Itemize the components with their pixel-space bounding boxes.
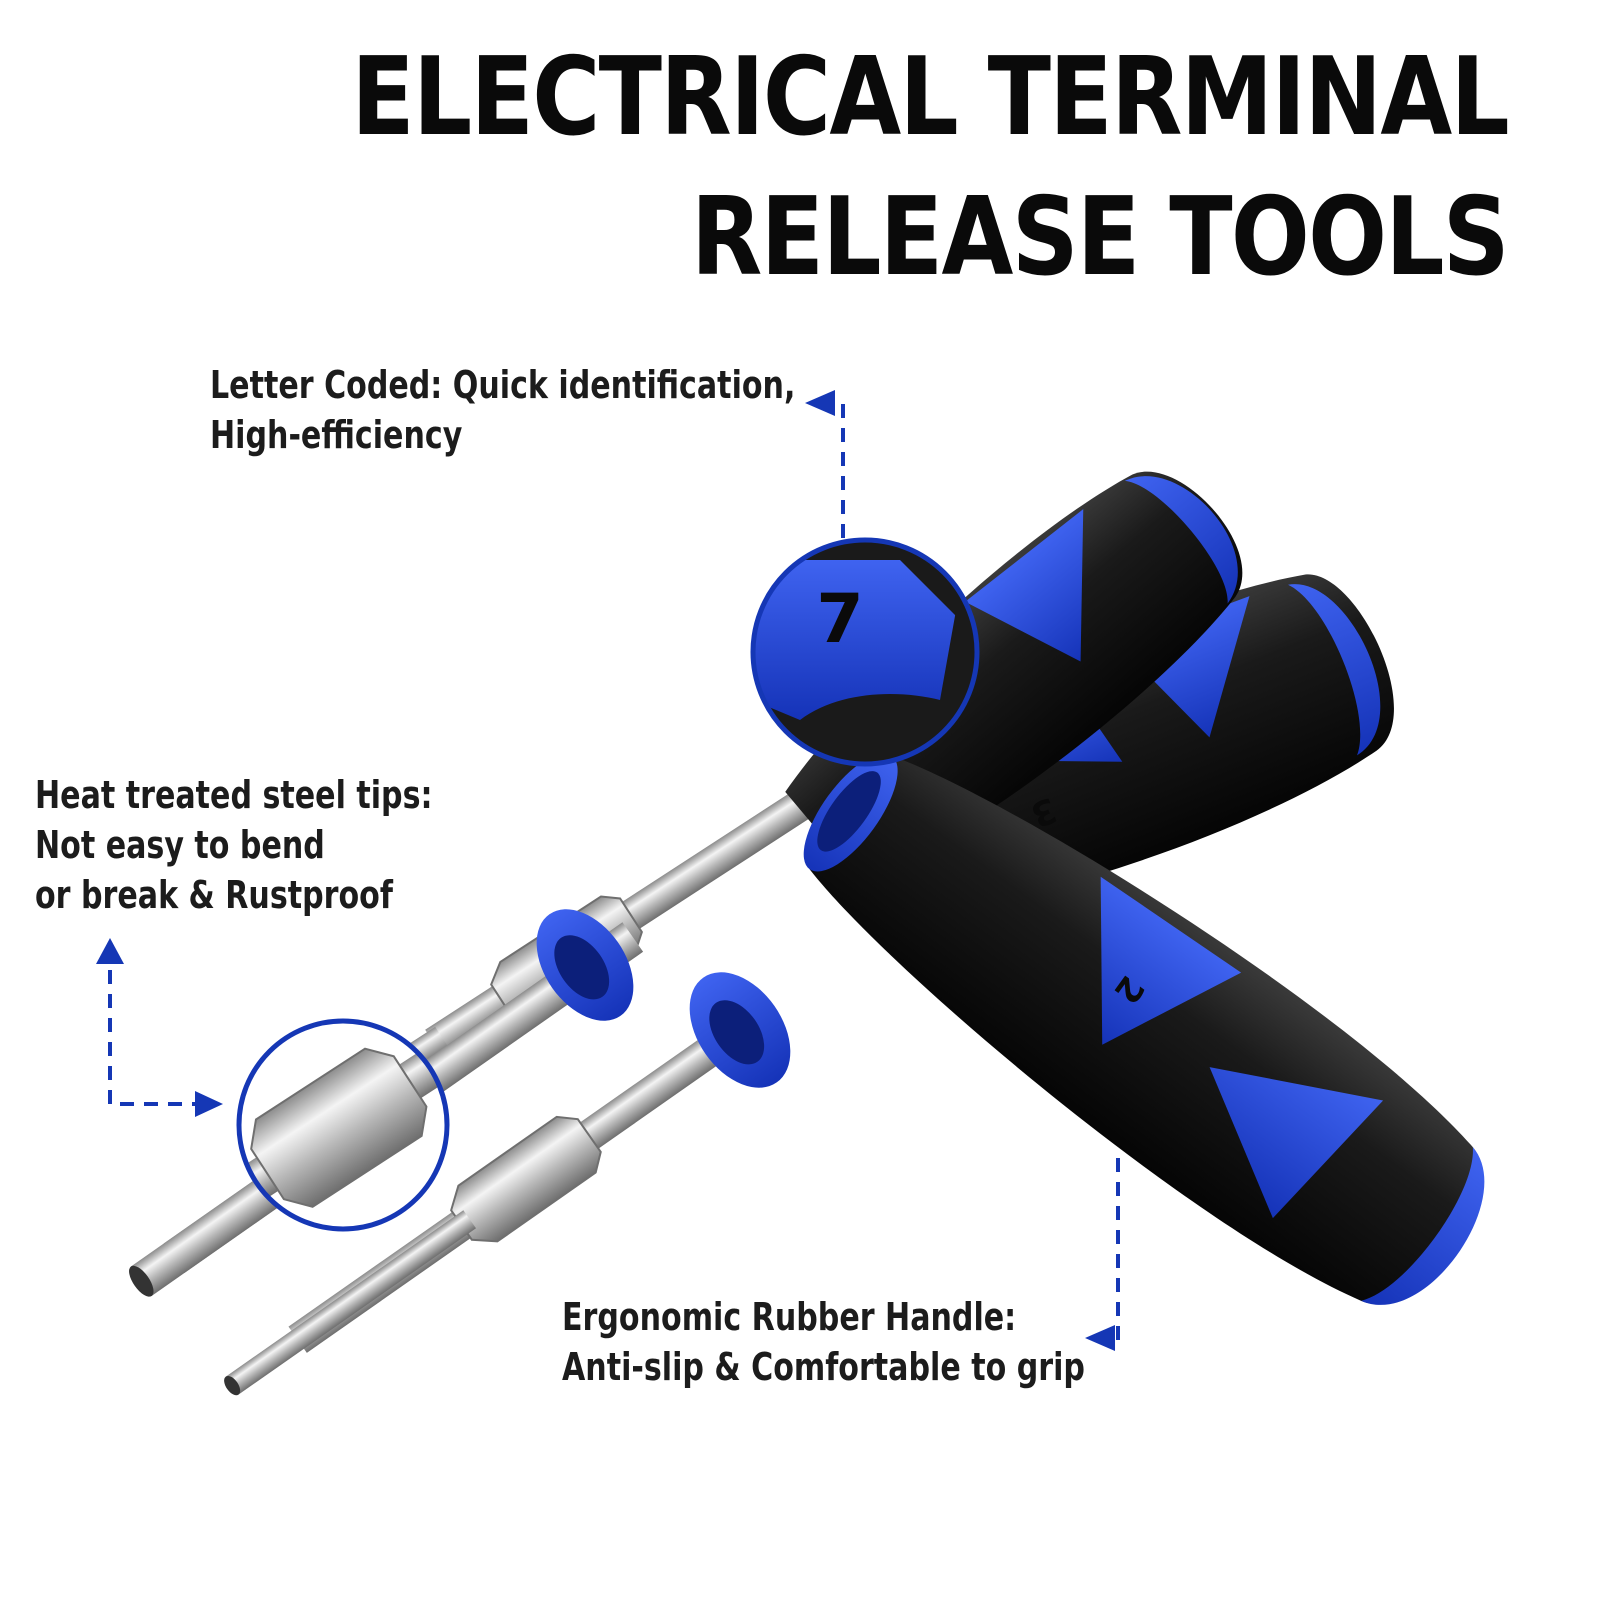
handle-back-endcap [1288,584,1381,756]
callout-steel-tips-line-2: Not easy to bend [35,823,325,867]
arrow-left-icon [805,390,835,416]
zoom-circle-tip [236,1018,450,1232]
callout-handle-line-1: Ergonomic Rubber Handle: [562,1295,1017,1339]
callout-letter-coded-line-2: High-efficiency [210,413,463,457]
title-line-1: ELECTRICAL TERMINAL [351,35,1509,160]
handle-back-grip-insert [1118,596,1250,738]
callout-handle: Ergonomic Rubber Handle: Anti-slip & Com… [562,1292,1085,1392]
handle-front-endcap [1361,1147,1485,1305]
handle-top-endcap [1124,476,1238,604]
handle-front: 2 [803,753,1485,1305]
arrow-steel-tips [108,970,195,1106]
tool-middle-collar [536,909,634,1021]
arrow-letter-coded [835,401,845,538]
handle-front-grip-insert [1100,876,1242,1045]
page-title: ELECTRICAL TERMINAL RELEASE TOOLS [351,28,1510,308]
arrow-handle [1115,1158,1120,1340]
handle-front-grip-insert-2 [1209,1067,1384,1219]
zoom-circle-number: 7 [750,537,980,767]
title-line-2: RELEASE TOOLS [690,175,1510,300]
arrow-up-icon [96,938,124,964]
arrow-right-icon [195,1091,223,1117]
callout-steel-tips: Heat treated steel tips: Not easy to ben… [35,770,433,920]
tool-front [224,1005,766,1396]
callout-letter-coded: Letter Coded: Quick identification, High… [210,360,795,460]
zoom-number-label: 7 [816,580,863,659]
callout-handle-line-2: Anti-slip & Comfortable to grip [562,1345,1085,1389]
arrow-left-icon [1085,1325,1115,1351]
callout-steel-tips-line-3: or break & Rustproof [35,873,393,917]
tool-front-collar [689,972,791,1088]
callout-steel-tips-line-1: Heat treated steel tips: [35,773,433,817]
callout-letter-coded-line-1: Letter Coded: Quick identification, [210,363,796,407]
handle-top-grip-insert [965,509,1084,662]
